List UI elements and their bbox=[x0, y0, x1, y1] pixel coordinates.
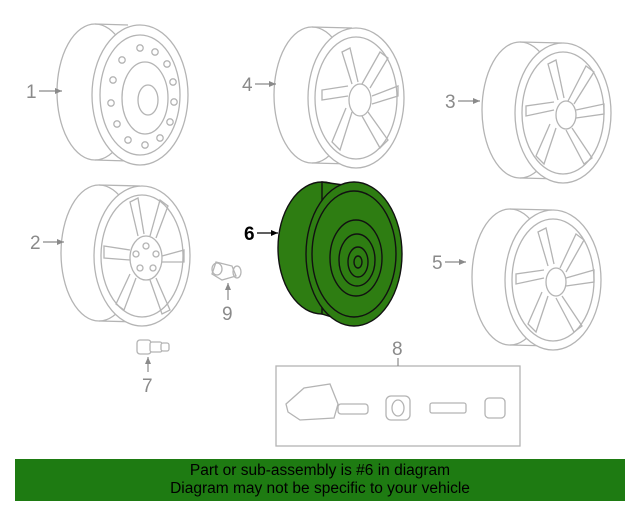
banner-line-1: Part or sub-assembly is #6 in diagram bbox=[189, 462, 451, 479]
alloy-wheel-part-5[interactable] bbox=[471, 208, 602, 351]
valve-stem-part-7[interactable] bbox=[136, 339, 170, 355]
steel-wheel-part-1[interactable] bbox=[56, 23, 189, 166]
callout-5: 5 bbox=[432, 253, 443, 274]
spare-wheel-part-6[interactable] bbox=[277, 181, 403, 327]
tpms-sensor-kit-part-8[interactable] bbox=[275, 365, 521, 447]
callout-9: 9 bbox=[222, 304, 233, 325]
banner-line-2: Diagram may not be specific to your vehi… bbox=[170, 480, 470, 497]
callout-1: 1 bbox=[26, 82, 37, 103]
callout-7: 7 bbox=[142, 376, 153, 397]
lug-nut-part-9[interactable] bbox=[211, 261, 242, 281]
callout-2: 2 bbox=[30, 233, 41, 254]
alloy-wheel-part-3[interactable] bbox=[481, 41, 612, 184]
callout-6: 6 bbox=[244, 224, 255, 245]
alloy-wheel-part-2[interactable] bbox=[60, 184, 191, 327]
callout-3: 3 bbox=[445, 92, 456, 113]
callout-4: 4 bbox=[242, 75, 253, 96]
alloy-wheel-part-4[interactable] bbox=[273, 26, 405, 169]
info-banner: Part or sub-assembly is #6 in diagram Di… bbox=[15, 459, 625, 501]
callout-8: 8 bbox=[392, 339, 403, 360]
